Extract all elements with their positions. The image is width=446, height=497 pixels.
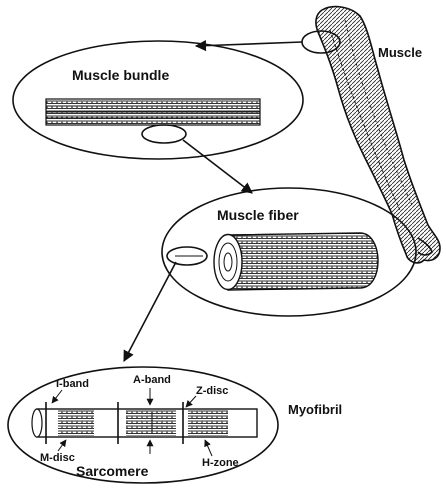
h-zone-label: H-zone (202, 457, 239, 469)
muscle-fiber-cylinder (214, 233, 378, 290)
muscle-bundle-label: Muscle bundle (72, 67, 169, 83)
muscle-fiber-label: Muscle fiber (217, 207, 299, 223)
bundle-zoom-ring (142, 125, 186, 143)
muscle-bundle-drawing (46, 99, 260, 125)
myofibril-drawing (32, 402, 257, 444)
sarcomere-label: Sarcomere (76, 463, 149, 479)
a-band-label: A-band (133, 374, 171, 386)
muscle-label: Muscle (378, 45, 422, 60)
i-band-label: I-band (56, 378, 89, 390)
arrow-fiber-to-myofibril (124, 262, 176, 361)
myofibril-label: Myofibril (288, 402, 342, 417)
m-disc-label: M-disc (40, 452, 75, 464)
z-disc-label: Z-disc (196, 385, 228, 397)
